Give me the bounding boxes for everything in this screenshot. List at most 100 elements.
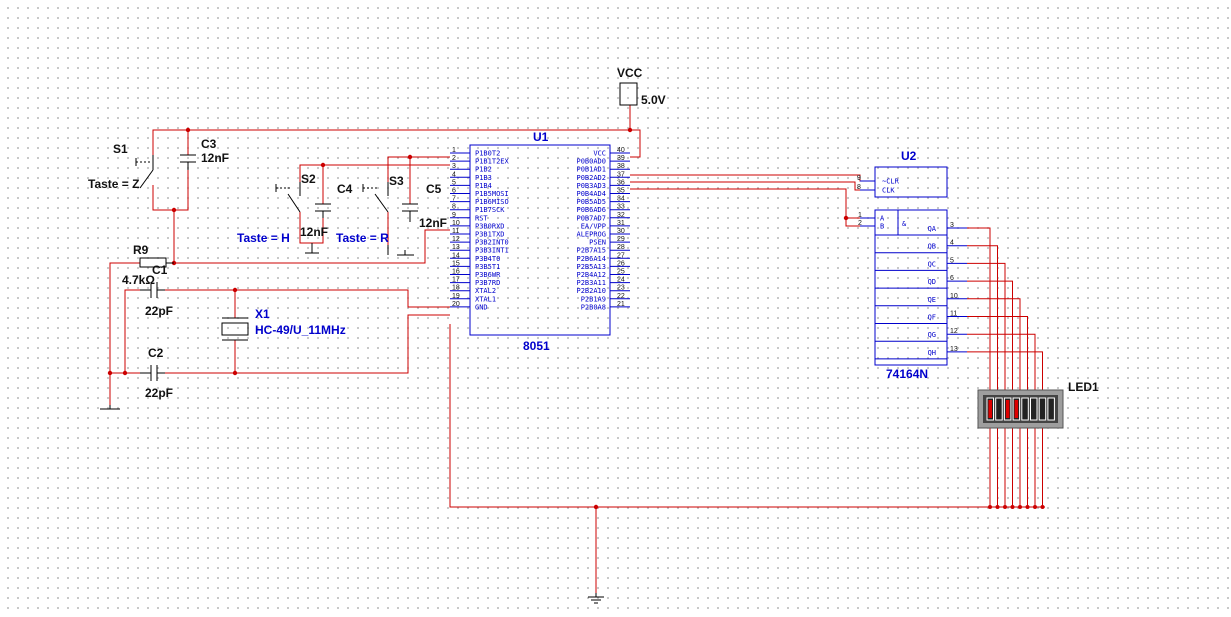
- capacitor-c3[interactable]: C3 12nF: [180, 137, 229, 170]
- u2-pin-label: QH: [928, 349, 936, 357]
- u2-pin-number: 2: [858, 220, 862, 227]
- s1-key: Taste = Z: [88, 177, 139, 191]
- u1-pin-number: 25: [617, 269, 625, 276]
- u1-pin-label: P1B2: [475, 166, 492, 174]
- u1-pin-label: P0B4AD4: [576, 190, 606, 198]
- c5-value: 12nF: [419, 216, 447, 230]
- u2-pin-number: 12: [950, 328, 958, 335]
- u2-pin-label: QF: [928, 314, 936, 322]
- u1-pin-label: P1B7SCK: [475, 206, 505, 214]
- vcc-label: VCC: [617, 66, 643, 80]
- crystal-x1[interactable]: X1 HC-49/U_11MHz: [221, 307, 346, 341]
- u1-pin-label: P3B4T0: [475, 255, 500, 263]
- u1-pin-number: 24: [617, 277, 625, 284]
- led-segment: [1038, 397, 1047, 421]
- capacitor-c5[interactable]: C5 12nF: [402, 182, 447, 230]
- u1-pin-label: P2B3A11: [576, 279, 606, 287]
- u2-pin-label: QE: [928, 296, 936, 304]
- u1-pin-number: 12: [452, 236, 460, 243]
- u1-pin-label: P0B5AD5: [576, 198, 606, 206]
- vcc-source[interactable]: VCC 5.0V: [617, 66, 666, 107]
- u1-pin-number: 10: [452, 220, 460, 227]
- u1-ref: U1: [533, 130, 549, 144]
- u1-pin-label: P2B5A13: [576, 263, 606, 271]
- u2-pin-number: 3: [950, 222, 954, 229]
- led-segment: [1047, 397, 1055, 421]
- u1-pin-number: 30: [617, 228, 625, 235]
- u1-pin-number: 27: [617, 252, 625, 259]
- junctions: [107, 127, 849, 510]
- capacitor-c1[interactable]: C1 22pF: [140, 263, 173, 318]
- resistor-r9[interactable]: R9 4.7kΩ: [122, 243, 174, 287]
- u2-pin-number: 11: [950, 311, 957, 318]
- led-segment: [1021, 397, 1029, 421]
- u2-pin-label: ~CLR: [882, 178, 900, 186]
- u1-pin-label: P2B7A15: [576, 247, 606, 255]
- c3-value: 12nF: [201, 151, 229, 165]
- u1-pin-number: 19: [452, 293, 460, 300]
- u1-pin-label: VCC: [593, 150, 606, 158]
- u1-pin-number: 23: [617, 285, 625, 292]
- u1-pin-number: 17: [452, 277, 460, 284]
- u1-pin-label: P2B6A14: [576, 255, 606, 263]
- r9-ref: R9: [133, 243, 149, 257]
- u1-pin-label: P3B0RXD: [475, 222, 505, 230]
- u2-pin-number: 6: [950, 275, 954, 282]
- u1-pin-label: P1B1T2EX: [475, 158, 510, 166]
- u1-pin-number: 2: [452, 155, 456, 162]
- switch-s3[interactable]: S3 Taste = R: [336, 174, 404, 245]
- u2-pin-label: QG: [928, 331, 936, 339]
- u2-ref: U2: [901, 149, 917, 163]
- switch-s1[interactable]: S1 Taste = Z: [88, 142, 154, 191]
- ground-symbol: [305, 243, 319, 254]
- c1-value: 22pF: [145, 304, 173, 318]
- u1-pin-label: P0B7AD7: [576, 214, 606, 222]
- u1-pin-number: 14: [452, 252, 460, 259]
- c3-ref: C3: [201, 137, 217, 151]
- u1-pin-label: P3B7RD: [475, 279, 500, 287]
- u1-pin-label: P0B2AD2: [576, 174, 606, 182]
- s2-key: Taste = H: [237, 231, 290, 245]
- u1-pin-number: 40: [617, 147, 625, 154]
- u2-gate-symbol: &: [902, 220, 907, 228]
- s2-ref: S2: [301, 172, 316, 186]
- u2-pin-label: QD: [928, 278, 936, 286]
- u2-pin-number: 13: [950, 346, 958, 353]
- u1-pin-label: XTAL2: [475, 287, 496, 295]
- u1-pin-number: 6: [452, 188, 456, 195]
- u1-pin-label: P0B1AD1: [576, 166, 606, 174]
- c2-ref: C2: [148, 346, 164, 360]
- switch-s2[interactable]: S2 Taste = H: [237, 172, 316, 245]
- u2-pin-label: QB: [928, 243, 936, 251]
- u2-pin-label: B: [880, 223, 884, 231]
- u1-pin-number: 11: [452, 228, 459, 235]
- u1-pin-label: P2B2A10: [576, 287, 606, 295]
- u1-pin-label: P2B4A12: [576, 271, 606, 279]
- s3-key: Taste = R: [336, 231, 389, 245]
- u2-pin-number: 9: [857, 175, 861, 182]
- led1-ref: LED1: [1068, 380, 1099, 394]
- led-segments: [986, 397, 1055, 421]
- u2-pin-number: 8: [857, 184, 861, 191]
- led-segment-lit: [1014, 400, 1019, 418]
- led-segment: [995, 397, 1003, 421]
- capacitor-c4[interactable]: C4 12nF: [300, 182, 353, 239]
- u2-pin-label: QA: [928, 225, 937, 233]
- u1-pin-label: P1B3: [475, 174, 492, 182]
- u1-pin-label: P2B1A9: [581, 295, 606, 303]
- u1-pin-number: 39: [617, 155, 625, 162]
- u1-pin-label: P3B1TXD: [475, 231, 505, 239]
- c1-ref: C1: [152, 263, 168, 277]
- led-bargraph-led1[interactable]: LED1: [977, 380, 1099, 429]
- u1-pin-label: P3B6WR: [475, 271, 501, 279]
- u1-pin-number: 38: [617, 163, 625, 170]
- capacitor-c2[interactable]: C2 22pF: [140, 346, 173, 400]
- u2-pin-number: 4: [950, 240, 954, 247]
- x1-ref: X1: [255, 307, 270, 321]
- u1-pin-label: P1B5MOSI: [475, 190, 509, 198]
- u1-pin-number: 20: [452, 301, 460, 308]
